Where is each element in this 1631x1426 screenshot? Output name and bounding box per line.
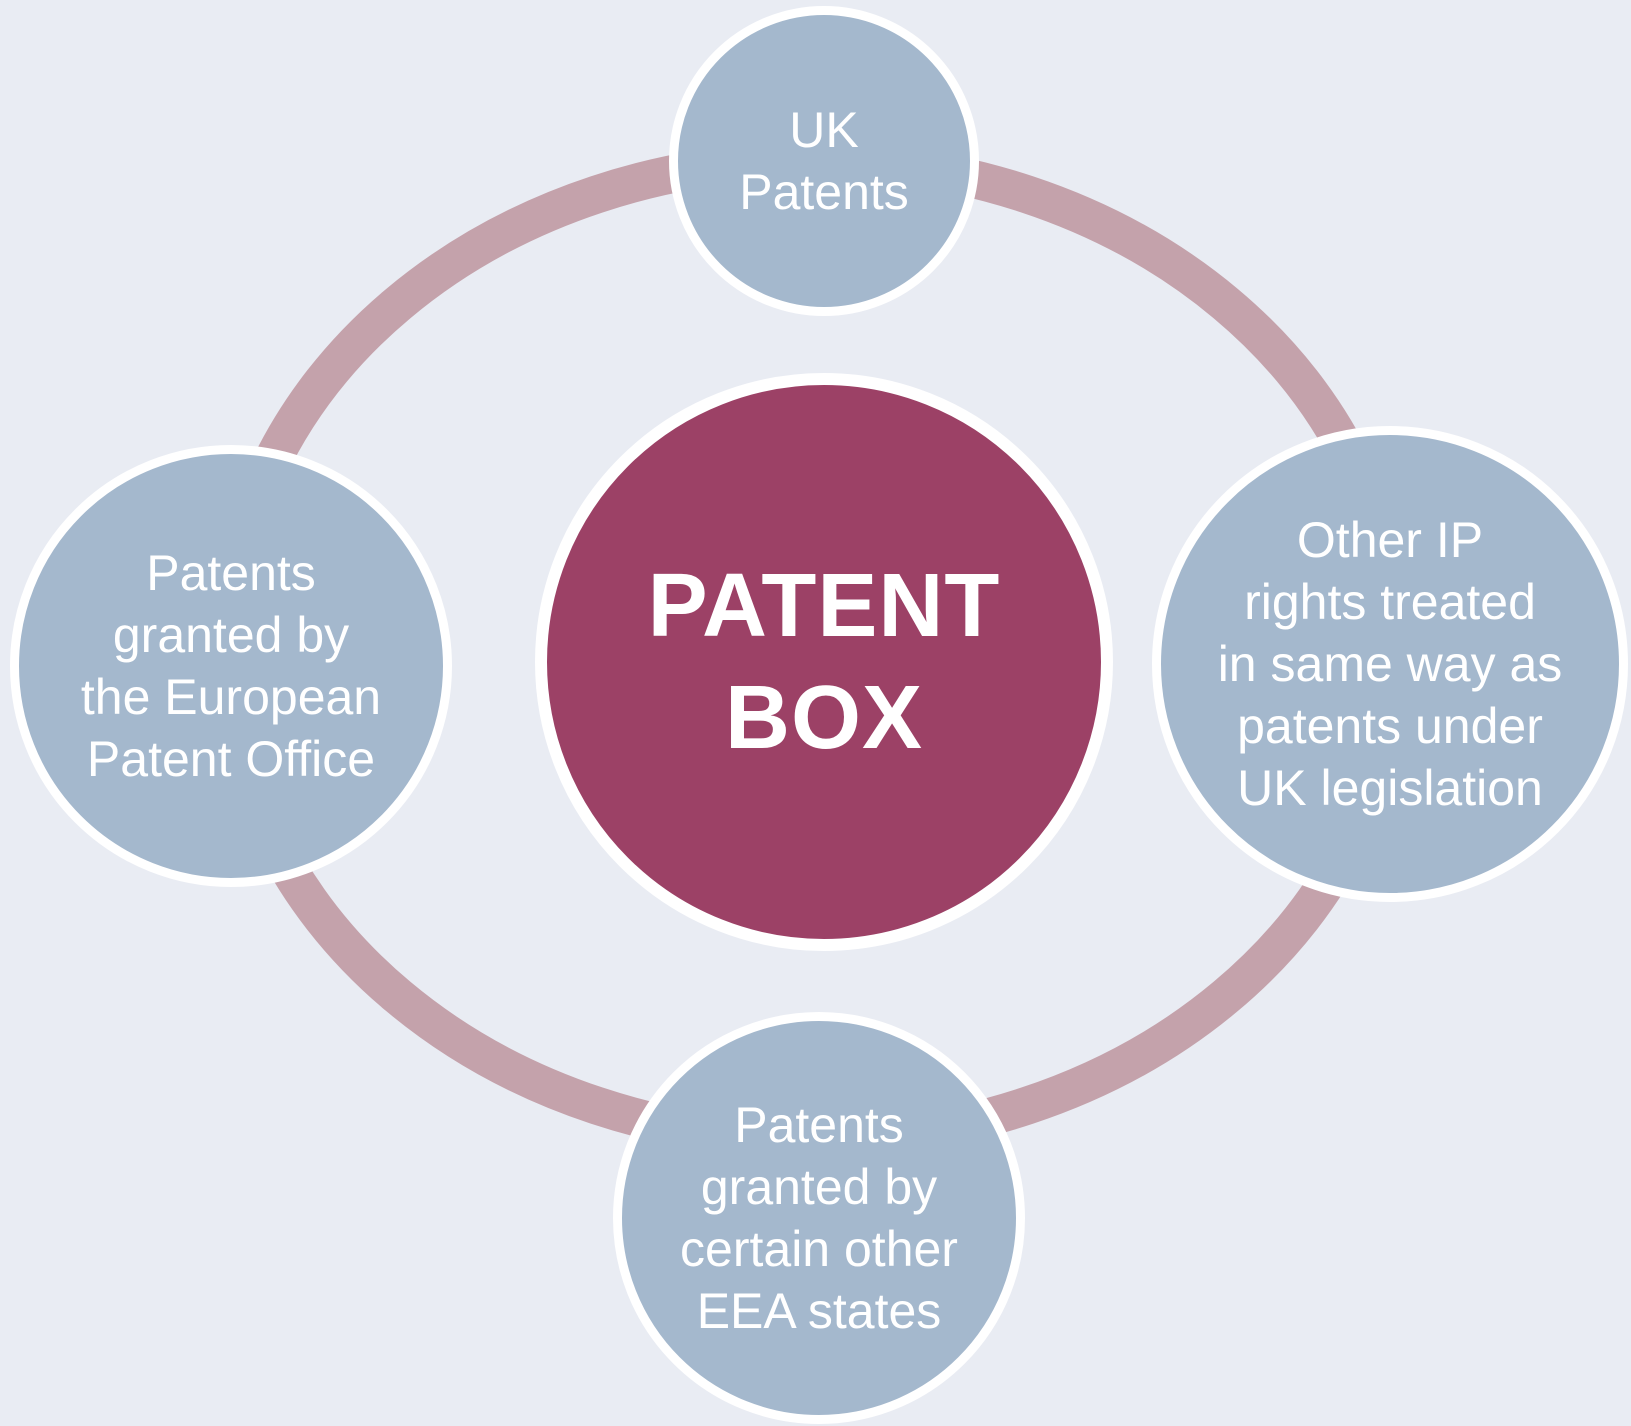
node-other-ip-rights-label: Other IP rights treated in same way as p… [1217, 512, 1563, 816]
node-patent-box-label: PATENT BOX [647, 556, 1001, 768]
node-uk-patents-label: UK Patents [739, 102, 909, 220]
node-patent-box: PATENT BOX [535, 373, 1113, 951]
node-epo-patents-label: Patents granted by the European Patent O… [80, 545, 382, 787]
node-eea-patents-label: Patents granted by certain other EEA sta… [680, 1097, 958, 1339]
node-other-ip-rights: Other IP rights treated in same way as p… [1152, 426, 1628, 902]
node-epo-patents: Patents granted by the European Patent O… [10, 445, 452, 887]
node-eea-patents: Patents granted by certain other EEA sta… [613, 1012, 1025, 1424]
node-uk-patents: UK Patents [669, 6, 979, 316]
